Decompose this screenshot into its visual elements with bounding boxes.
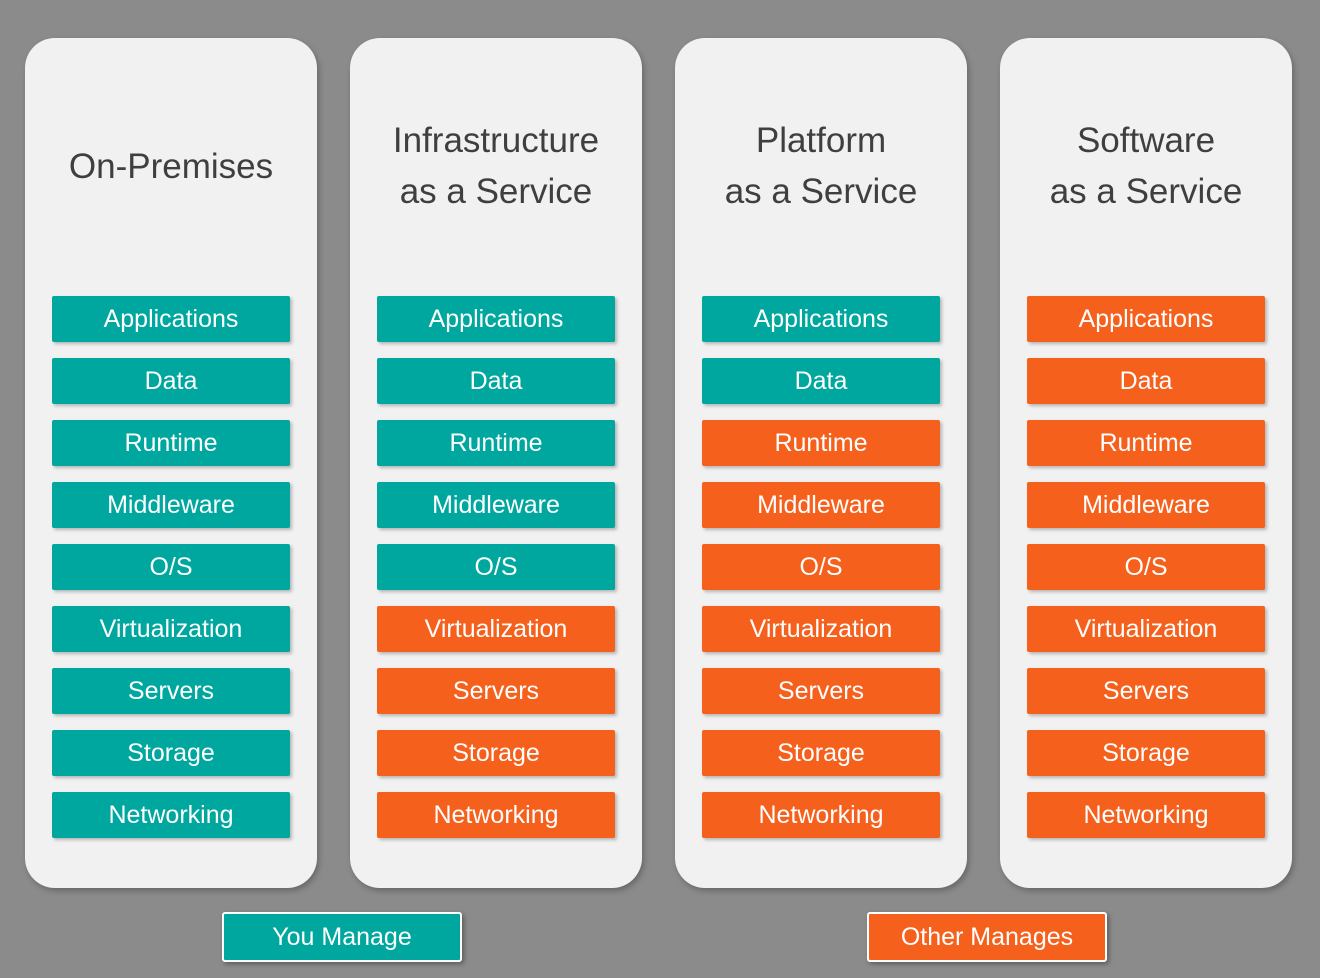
layer-applications: Applications bbox=[377, 296, 615, 342]
layer-networking: Networking bbox=[1027, 792, 1265, 838]
layer-middleware: Middleware bbox=[52, 482, 290, 528]
layer-runtime: Runtime bbox=[377, 420, 615, 466]
layer-servers: Servers bbox=[52, 668, 290, 714]
column-title: Infrastructure as a Service bbox=[392, 121, 600, 211]
layer-servers: Servers bbox=[377, 668, 615, 714]
layer-virtualization: Virtualization bbox=[377, 606, 615, 652]
layer-networking: Networking bbox=[52, 792, 290, 838]
layer-middleware: Middleware bbox=[377, 482, 615, 528]
layer-o-s: O/S bbox=[1027, 544, 1265, 590]
layer-o-s: O/S bbox=[52, 544, 290, 590]
layer-o-s: O/S bbox=[702, 544, 940, 590]
layer-data: Data bbox=[52, 358, 290, 404]
layer-middleware: Middleware bbox=[702, 482, 940, 528]
layer-data: Data bbox=[1027, 358, 1265, 404]
legend-other-manages: Other Manages bbox=[867, 912, 1107, 962]
legend-you-manage: You Manage bbox=[222, 912, 462, 962]
layer-virtualization: Virtualization bbox=[1027, 606, 1265, 652]
column-title: Software as a Service bbox=[1049, 121, 1243, 211]
layer-runtime: Runtime bbox=[1027, 420, 1265, 466]
column-title: Platform as a Service bbox=[724, 121, 918, 211]
layer-networking: Networking bbox=[377, 792, 615, 838]
layer-virtualization: Virtualization bbox=[52, 606, 290, 652]
layer-servers: Servers bbox=[702, 668, 940, 714]
layer-storage: Storage bbox=[52, 730, 290, 776]
layer-data: Data bbox=[377, 358, 615, 404]
column-title: On-Premises bbox=[68, 146, 274, 186]
layer-networking: Networking bbox=[702, 792, 940, 838]
layer-applications: Applications bbox=[52, 296, 290, 342]
layer-data: Data bbox=[702, 358, 940, 404]
layer-middleware: Middleware bbox=[1027, 482, 1265, 528]
layer-runtime: Runtime bbox=[52, 420, 290, 466]
layer-servers: Servers bbox=[1027, 668, 1265, 714]
layer-virtualization: Virtualization bbox=[702, 606, 940, 652]
layer-storage: Storage bbox=[377, 730, 615, 776]
layer-applications: Applications bbox=[702, 296, 940, 342]
layer-o-s: O/S bbox=[377, 544, 615, 590]
layer-applications: Applications bbox=[1027, 296, 1265, 342]
layer-storage: Storage bbox=[1027, 730, 1265, 776]
layer-storage: Storage bbox=[702, 730, 940, 776]
layer-runtime: Runtime bbox=[702, 420, 940, 466]
